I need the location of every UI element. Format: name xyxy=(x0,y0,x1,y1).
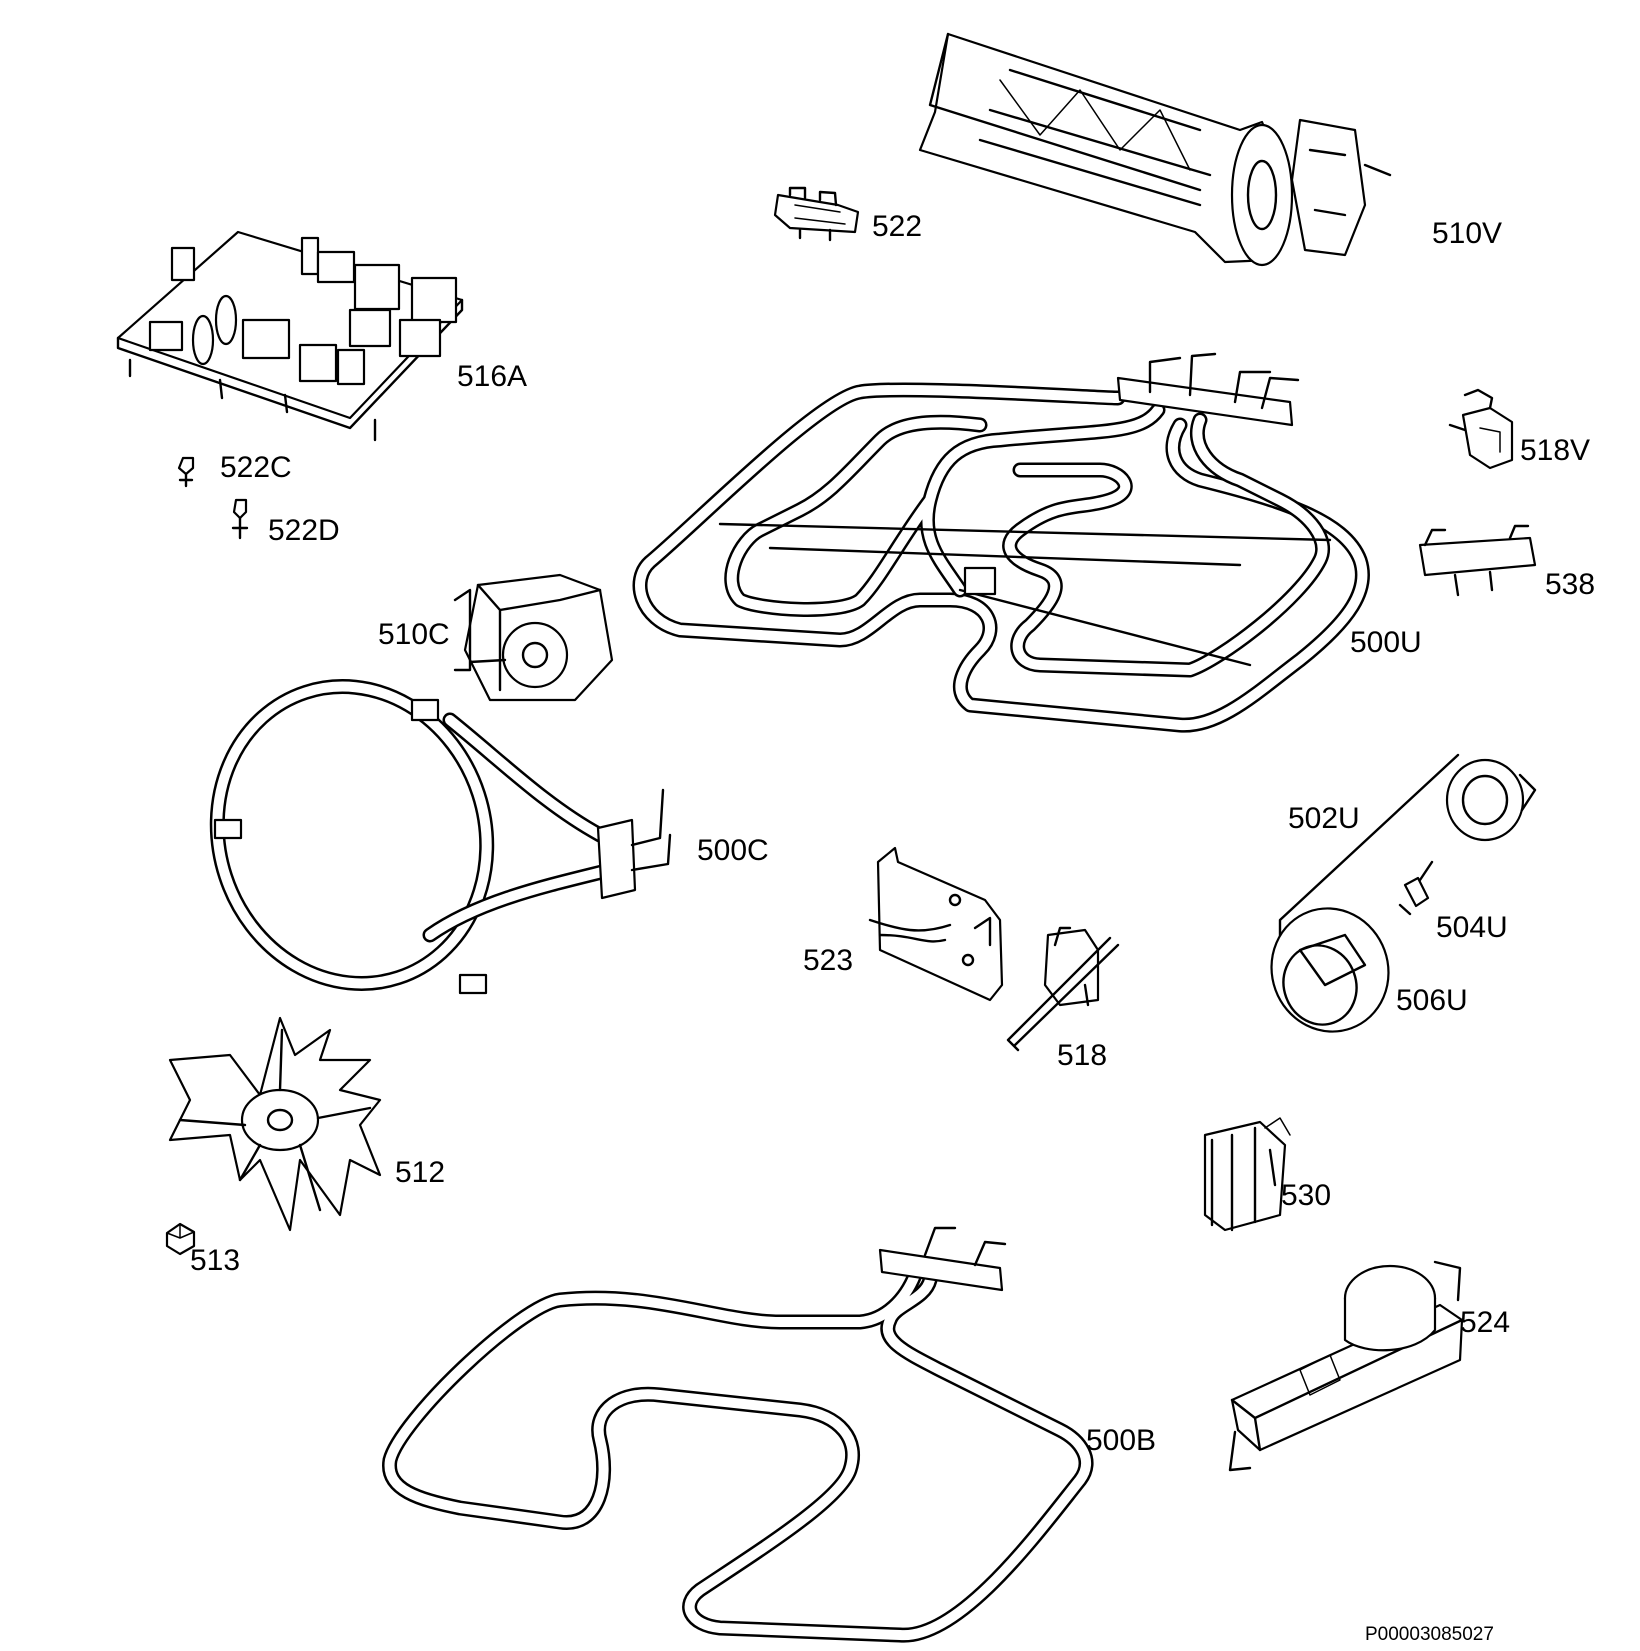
label-510v: 510V xyxy=(1432,217,1502,250)
part-510c-fan-motor[interactable] xyxy=(453,573,614,702)
label-522: 522 xyxy=(872,210,922,243)
label-530: 530 xyxy=(1281,1179,1331,1212)
label-510c: 510C xyxy=(378,618,450,651)
label-500b: 500B xyxy=(1086,1424,1156,1457)
label-524: 524 xyxy=(1460,1306,1510,1339)
label-523: 523 xyxy=(803,944,853,977)
part-522c-fastener[interactable] xyxy=(177,456,195,488)
label-512: 512 xyxy=(395,1156,445,1189)
document-code: P00003085027 xyxy=(1365,1624,1494,1645)
part-530-switch[interactable] xyxy=(1203,1117,1291,1232)
part-512-fan-impeller[interactable] xyxy=(168,1016,382,1232)
label-522c: 522C xyxy=(220,451,292,484)
label-500c: 500C xyxy=(697,834,769,867)
part-518-temperature-sensor[interactable] xyxy=(1006,926,1120,1052)
part-516a-control-board[interactable] xyxy=(116,230,464,442)
label-500u: 500U xyxy=(1350,626,1422,659)
label-504u: 504U xyxy=(1436,911,1508,944)
label-502u: 502U xyxy=(1288,802,1360,835)
label-518v: 518V xyxy=(1520,434,1590,467)
part-522-connector[interactable] xyxy=(773,186,860,242)
part-524-programmer-module[interactable] xyxy=(1228,1260,1464,1472)
part-522d-fastener[interactable] xyxy=(231,498,249,540)
label-516a: 516A xyxy=(457,360,527,393)
part-504u-spindle[interactable] xyxy=(1398,860,1434,916)
part-518v-thermostat[interactable] xyxy=(1448,388,1514,470)
part-502u-knob-assembly[interactable] xyxy=(1278,753,1460,942)
part-538-terminal-block[interactable] xyxy=(1418,524,1537,597)
part-500b-bottom-element[interactable] xyxy=(382,1226,1094,1643)
label-518: 518 xyxy=(1057,1039,1107,1072)
label-506u: 506U xyxy=(1396,984,1468,1017)
part-510v-tangential-fan[interactable] xyxy=(918,32,1392,267)
label-513: 513 xyxy=(190,1244,240,1277)
part-523-bracket[interactable] xyxy=(868,846,1004,1002)
label-522d: 522D xyxy=(268,514,340,547)
part-500c-circular-element[interactable] xyxy=(179,651,672,1019)
part-502u-knob-bezel[interactable] xyxy=(1445,758,1537,842)
part-500u-grill-element[interactable] xyxy=(632,352,1370,733)
part-506u-control-knob[interactable] xyxy=(1254,892,1405,1048)
part-513-nut[interactable] xyxy=(165,1222,196,1256)
label-538: 538 xyxy=(1545,568,1595,601)
